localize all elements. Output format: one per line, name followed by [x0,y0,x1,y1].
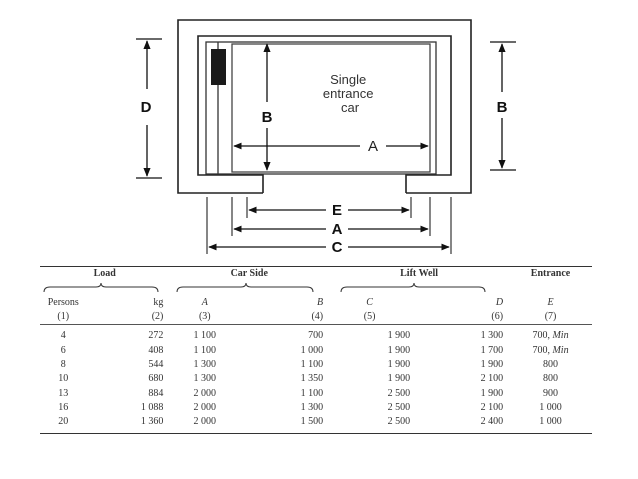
cell-persons: 13 [58,387,69,399]
sub-header-row: Persons kg A B C D E [40,296,592,310]
col-num-7: (7) [544,311,557,323]
brace-car-side [169,281,329,295]
cell-kg: 1 088 [140,401,164,413]
col-num-4: (4) [311,311,324,323]
col-num-2: (2) [151,311,164,323]
table-row: 13 884 2 000 1 100 2 500 1 900 900 [40,386,592,400]
cell-persons: 8 [60,358,66,370]
cell-e: 1 000 [539,416,562,428]
cell-kg: 680 [148,373,164,385]
brace-load [40,281,169,295]
cell-kg: 408 [148,344,164,356]
cell-a: 1 300 [193,373,217,385]
cell-a: 2 000 [193,416,217,428]
cell-kg: 1 360 [140,416,164,428]
cell-b: 1 100 [300,358,324,370]
cell-e: 900 [543,387,559,399]
cell-kg: 544 [148,358,164,370]
cell-c: 2 500 [387,387,411,399]
lift-well-walls [177,19,472,194]
cell-b: 1 300 [300,401,324,413]
label-e: E [332,202,342,219]
col-d: D [495,296,504,308]
cell-a: 1 100 [193,344,217,356]
col-number-row: (1) (2) (3) (4) (5) (6) (7) [40,310,592,325]
extension-lines [206,197,452,254]
cell-b: 700 [308,330,324,342]
table-row: 20 1 360 2 000 1 500 2 500 2 400 1 000 [40,415,592,429]
cell-c: 1 900 [387,373,411,385]
group-load: Load [93,268,116,280]
dimension-b-outer [490,41,516,171]
cell-c: 2 500 [387,401,411,413]
cell-d: 1 700 [480,344,504,356]
brace-lift-well [329,281,509,295]
lift-well-diagram: Single entrance car D B B A [136,19,516,256]
col-num-6: (6) [491,311,504,323]
col-b: B [317,296,324,308]
car-label: Single entrance car [323,72,377,115]
cell-d: 1 900 [480,358,504,370]
col-num-1: (1) [57,311,70,323]
table-row: 10 680 1 300 1 350 1 900 2 100 800 [40,372,592,386]
label-c: C [332,239,343,256]
col-c: C [366,296,373,308]
label-a-lower: A [332,221,343,238]
col-a: A [201,296,208,308]
cell-persons: 10 [58,373,69,385]
cell-d: 2 400 [480,416,504,428]
dimension-d [136,38,162,179]
cell-d: 2 100 [480,373,504,385]
cell-persons: 6 [60,344,66,356]
cell-a: 1 100 [193,330,217,342]
cell-c: 1 900 [387,344,411,356]
table-row: 16 1 088 2 000 1 300 2 500 2 100 1 000 [40,401,592,415]
cell-a: 1 300 [193,358,217,370]
cell-kg: 272 [148,330,164,342]
cell-e: 1 000 [539,401,562,413]
cell-c: 2 500 [387,416,411,428]
lift-dimension-table: Load Car Side Lift Well Entrance Persons… [40,266,592,435]
cell-b: 1 500 [300,416,324,428]
table-row: 4 272 1 100 700 1 900 1 300 700, Min [40,329,592,343]
col-kg: kg [153,296,164,308]
counterweight [211,49,226,85]
group-entrance: Entrance [530,268,571,280]
group-car-side: Car Side [230,268,268,280]
cell-d: 1 900 [480,387,504,399]
col-num-3: (3) [198,311,211,323]
lift-car [205,41,437,175]
cell-e: 700, Min [532,330,569,342]
cell-c: 1 900 [387,330,411,342]
cell-b: 1 350 [300,373,324,385]
label-b-inner: B [262,109,273,126]
group-header-row: Load Car Side Lift Well Entrance [40,267,592,281]
cell-e: 700, Min [532,344,569,356]
cell-a: 2 000 [193,401,217,413]
label-d: D [141,99,152,116]
cell-e: 800 [543,373,559,385]
col-e: E [547,296,554,308]
table-row: 6 408 1 100 1 000 1 900 1 700 700, Min [40,343,592,357]
cell-kg: 884 [148,387,164,399]
group-lift-well: Lift Well [400,268,439,280]
cell-d: 1 300 [480,330,504,342]
cell-persons: 4 [60,330,66,342]
cell-b: 1 100 [300,387,324,399]
cell-a: 2 000 [193,387,217,399]
cell-persons: 20 [58,416,69,428]
cell-b: 1 000 [300,344,324,356]
label-a-inner: A [368,138,378,155]
table-row: 8 544 1 300 1 100 1 900 1 900 800 [40,358,592,372]
col-num-5: (5) [363,311,376,323]
cell-e: 800 [543,358,559,370]
label-b-outer: B [497,99,508,116]
cell-c: 1 900 [387,358,411,370]
cell-persons: 16 [58,401,69,413]
col-persons: Persons [47,296,79,308]
cell-d: 2 100 [480,401,504,413]
brace-row [40,281,592,295]
